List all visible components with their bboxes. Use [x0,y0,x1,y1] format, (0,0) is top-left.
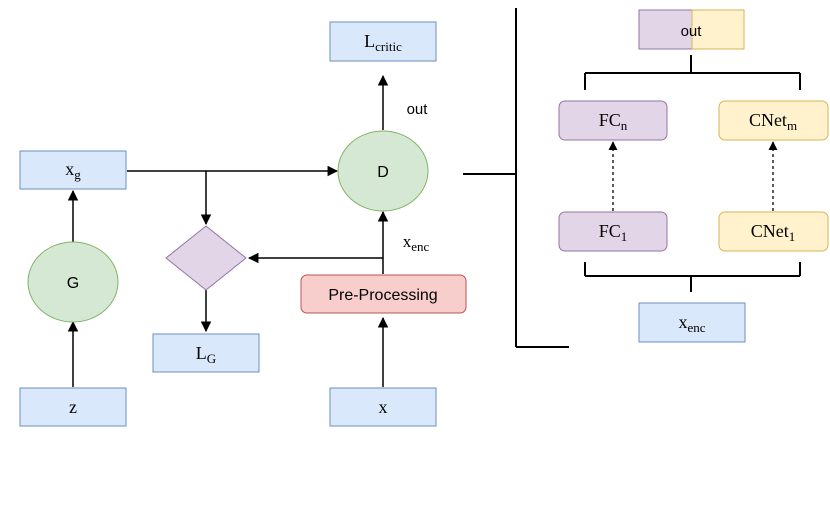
xenc-sub-right: enc [687,320,705,335]
svg-text:CNetm: CNetm [749,110,797,133]
xenc-sub-left: enc [411,239,429,254]
z-label: z [69,397,77,417]
cnet1-sub: 1 [789,229,796,244]
lcritic-box: Lcritic [329,21,437,62]
z-box: z [19,387,127,427]
lg-box: LG [152,333,260,373]
out-box-right: out [638,9,745,50]
out-label-right: out [681,23,703,40]
svg-text:CNet1: CNet1 [751,221,796,244]
svg-text:xenc: xenc [403,232,430,254]
cnet1-main: CNet [751,221,789,241]
svg-text:FC1: FC1 [599,221,628,244]
xenc-main-left: x [403,232,412,251]
fc1-box: FC1 [558,211,668,252]
fc1-sub: 1 [621,229,628,244]
zoom-bracket [463,8,569,348]
xenc-box-right: xenc [638,302,746,343]
svg-text:FCn: FCn [599,110,628,133]
loss-diamond [165,225,247,291]
lcritic-sub: critic [375,39,402,54]
lg-main: L [196,343,207,363]
x-label: x [379,397,388,417]
xg-main: x [65,159,74,179]
fc1-main: FC [599,221,621,241]
svg-text:Lcritic: Lcritic [364,31,402,54]
generator-node: G [27,241,119,323]
lcritic-main: L [364,31,375,51]
preprocessing-box: Pre-Processing [300,274,467,314]
cnetm-box: CNetm [718,100,829,141]
cnetm-sub: m [787,118,797,133]
cnetm-main: CNet [749,110,787,130]
bottom-bracket [584,262,801,292]
svg-text:xg: xg [65,159,81,182]
left-edges [67,74,389,387]
g-label: G [67,275,79,292]
svg-text:LG: LG [196,343,216,366]
preprocessing-label: Pre-Processing [328,287,437,304]
top-bracket [584,55,801,90]
fcn-sub: n [621,118,628,133]
fcn-main: FC [599,110,621,130]
lg-sub: G [207,351,216,366]
dashed-edges [608,141,778,211]
x-box: x [329,387,437,427]
cnet1-box: CNet1 [718,211,829,252]
svg-text:xenc: xenc [678,312,705,335]
xg-box: xg [19,150,127,190]
xg-sub: g [74,167,81,182]
d-label: D [377,164,389,181]
xenc-main-right: x [678,312,687,332]
fcn-box: FCn [558,100,668,141]
discriminator-node: D [337,130,429,212]
out-label-left: out [407,101,429,118]
